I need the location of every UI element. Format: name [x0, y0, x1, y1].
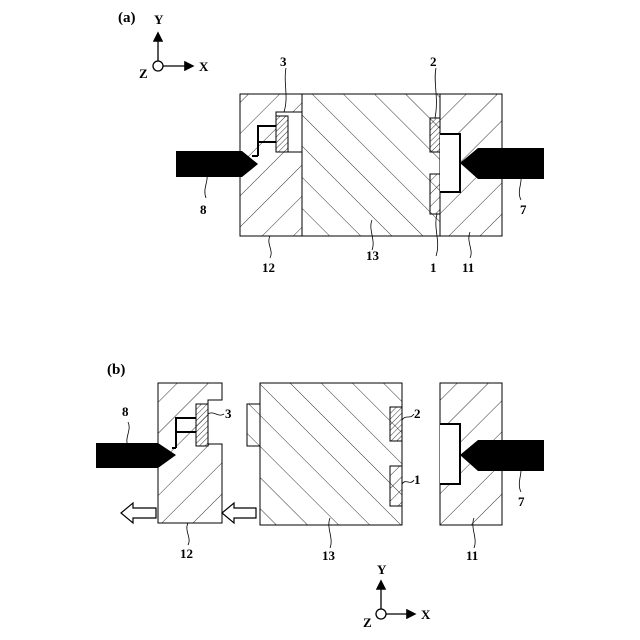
ref-3-b: 3	[225, 406, 232, 421]
insert-1-a	[430, 174, 440, 214]
leader-12-a	[269, 236, 271, 258]
protrusion-13-b	[247, 404, 260, 446]
axis-x-label-a: X	[199, 59, 209, 74]
ref-8-b: 8	[122, 404, 129, 419]
panel-b-label: (b)	[107, 362, 125, 378]
leader-2-b	[402, 414, 414, 420]
axis-z-label-a: Z	[139, 66, 148, 81]
cavity-11-b	[440, 424, 460, 484]
ref-11-a: 11	[462, 260, 474, 275]
ref-3-a: 3	[280, 54, 287, 69]
panel-a: (a) Y X Z	[118, 10, 544, 275]
nozzle-8-a	[176, 151, 258, 177]
ref-11-b: 11	[466, 548, 478, 563]
insert-3-b	[196, 404, 208, 446]
ref-8-a: 8	[200, 202, 207, 217]
insert-2-b	[390, 407, 402, 441]
leader-12-b	[187, 523, 189, 545]
axes-indicator-a: Y X Z	[139, 12, 209, 81]
ref-12-b: 12	[180, 546, 193, 561]
ref-1-b: 1	[414, 472, 421, 487]
ref-13-a: 13	[366, 248, 380, 263]
panel-a-label: (a)	[118, 10, 136, 26]
axis-z-label-b: Z	[363, 615, 372, 630]
axis-x-label-b: X	[421, 607, 431, 622]
ref-12-a: 12	[262, 260, 275, 275]
axis-y-label-a: Y	[154, 12, 164, 27]
motion-arrow-left-2	[222, 503, 256, 523]
motion-arrow-left-1	[121, 503, 156, 523]
block-13-a	[302, 94, 440, 236]
axis-y-label-b: Y	[377, 562, 387, 577]
insert-3-a	[276, 116, 288, 152]
leader-3-b	[208, 413, 224, 415]
ref-7-b: 7	[518, 494, 525, 509]
leader-1-b	[402, 480, 414, 484]
ref-1-a: 1	[430, 260, 437, 275]
ref-7-a: 7	[520, 202, 527, 217]
leader-8-b	[127, 422, 129, 446]
panel-b: (b) 8 3 2 1 7 12 13	[96, 362, 544, 630]
insert-1-b	[390, 466, 402, 506]
ref-2-a: 2	[430, 54, 437, 69]
ref-13-b: 13	[322, 548, 336, 563]
ref-2-b: 2	[414, 406, 421, 421]
insert-2-a	[430, 118, 440, 152]
cavity-11-a	[440, 134, 460, 192]
block-13-b	[260, 383, 402, 525]
axes-indicator-b: Y X Z	[363, 562, 431, 630]
